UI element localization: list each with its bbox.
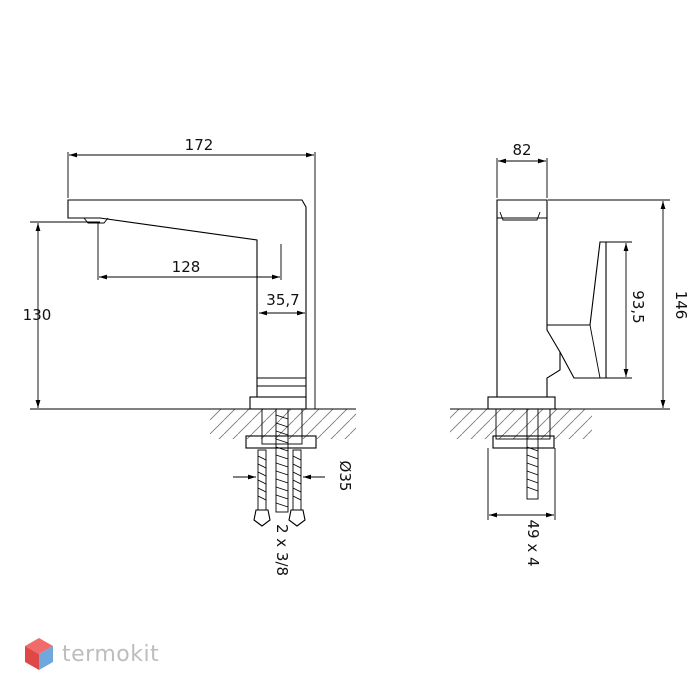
brand-name: termokit	[62, 641, 160, 667]
dim-93-5-label: 93,5	[629, 290, 647, 323]
side-aerator	[499, 211, 541, 221]
hose-left	[253, 449, 271, 527]
threaded-stud-side	[526, 408, 539, 500]
side-handle	[547, 241, 607, 379]
dim-172-label: 172	[185, 136, 214, 154]
aerator	[83, 217, 109, 224]
side-view: 82 146 93,5 49 x 4	[450, 141, 690, 567]
side-body	[496, 218, 561, 398]
hose-right	[288, 449, 306, 527]
mount-plate	[245, 435, 317, 449]
cube-logo-icon	[25, 638, 53, 670]
dim-49x4-label: 49 x 4	[524, 519, 542, 566]
front-view: 172 128 35,7 130 Ø35 2 x 3/8	[23, 136, 356, 576]
brand-watermark: termokit	[24, 636, 159, 672]
dim-128-label: 128	[172, 258, 201, 276]
countertop-hatch-front	[210, 409, 356, 439]
mount-plate-side	[492, 435, 555, 449]
dim-35-7-label: 35,7	[266, 291, 299, 309]
base-flange-side	[487, 396, 556, 410]
base-flange-front	[249, 396, 307, 410]
threaded-stud-front	[275, 408, 289, 513]
dim-d35-label: Ø35	[336, 461, 354, 492]
dim-146-label: 146	[672, 291, 690, 320]
side-spout	[496, 199, 548, 219]
dim-82-label: 82	[512, 141, 531, 159]
hoses-label: 2 x 3/8	[273, 524, 291, 576]
countertop-hatch-side	[450, 409, 592, 439]
dim-130-label: 130	[23, 306, 52, 324]
